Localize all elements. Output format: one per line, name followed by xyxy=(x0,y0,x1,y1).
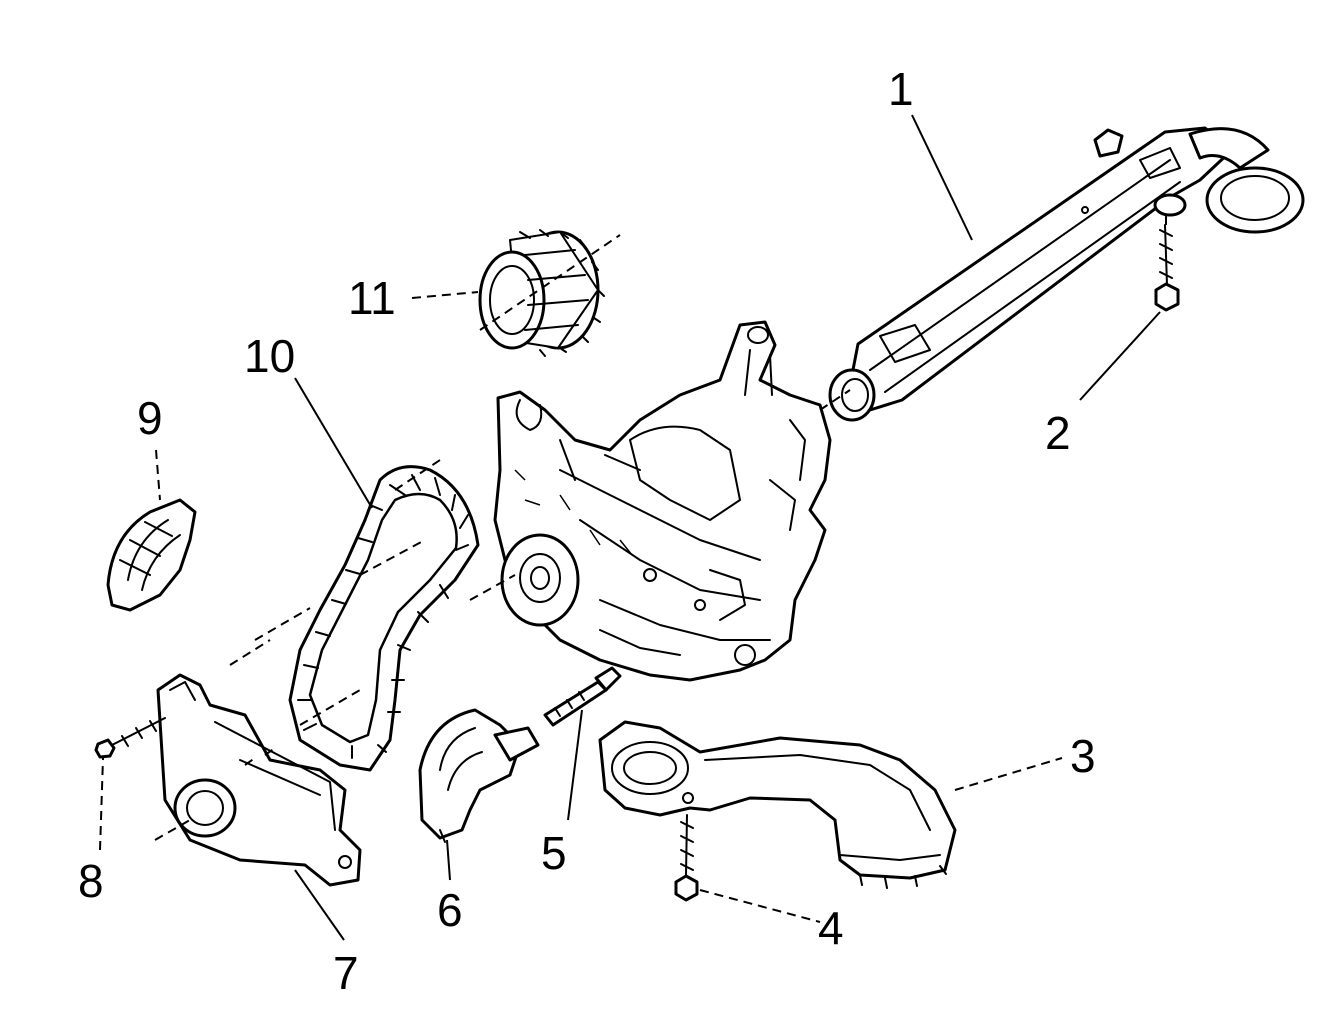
leader-5 xyxy=(567,709,583,821)
callout-2: 2 xyxy=(1045,407,1071,459)
part-5-stud xyxy=(543,666,622,727)
callout-6: 6 xyxy=(437,884,463,936)
part-3-pickup-strainer xyxy=(598,720,957,889)
part-8-bolt xyxy=(94,717,166,759)
callout-10: 10 xyxy=(244,330,296,382)
oil-pump-body xyxy=(493,320,832,682)
leader-6 xyxy=(446,839,451,881)
leader-1 xyxy=(911,114,973,241)
callout-1: 1 xyxy=(888,63,914,115)
part-4-bolt xyxy=(674,814,699,902)
leader-2 xyxy=(1079,311,1161,401)
leader-8 xyxy=(99,757,104,851)
leader-11 xyxy=(411,291,479,299)
leader-4 xyxy=(699,889,821,923)
part-1-oil-pickup-pipe xyxy=(828,126,1305,422)
callout-7: 7 xyxy=(333,947,359,999)
callout-8: 8 xyxy=(78,855,104,907)
part-9-chain-guide xyxy=(106,498,197,612)
assembly-axis-lines xyxy=(154,210,1167,841)
leader-lines xyxy=(99,114,1161,941)
part-11-sprocket xyxy=(478,229,605,357)
part-2-bolt xyxy=(1154,224,1180,312)
leader-9 xyxy=(155,449,161,501)
part-10-timing-chain xyxy=(288,465,480,772)
part-7-chain-cover xyxy=(156,673,362,887)
callout-11: 11 xyxy=(348,272,396,324)
callout-9: 9 xyxy=(137,392,163,444)
leader-10 xyxy=(294,377,373,509)
callout-4: 4 xyxy=(818,902,844,954)
leader-7 xyxy=(294,869,345,941)
part-6-chain-tensioner xyxy=(418,708,540,843)
leader-3 xyxy=(954,757,1063,791)
callout-3: 3 xyxy=(1070,730,1096,782)
callout-5: 5 xyxy=(541,827,567,879)
